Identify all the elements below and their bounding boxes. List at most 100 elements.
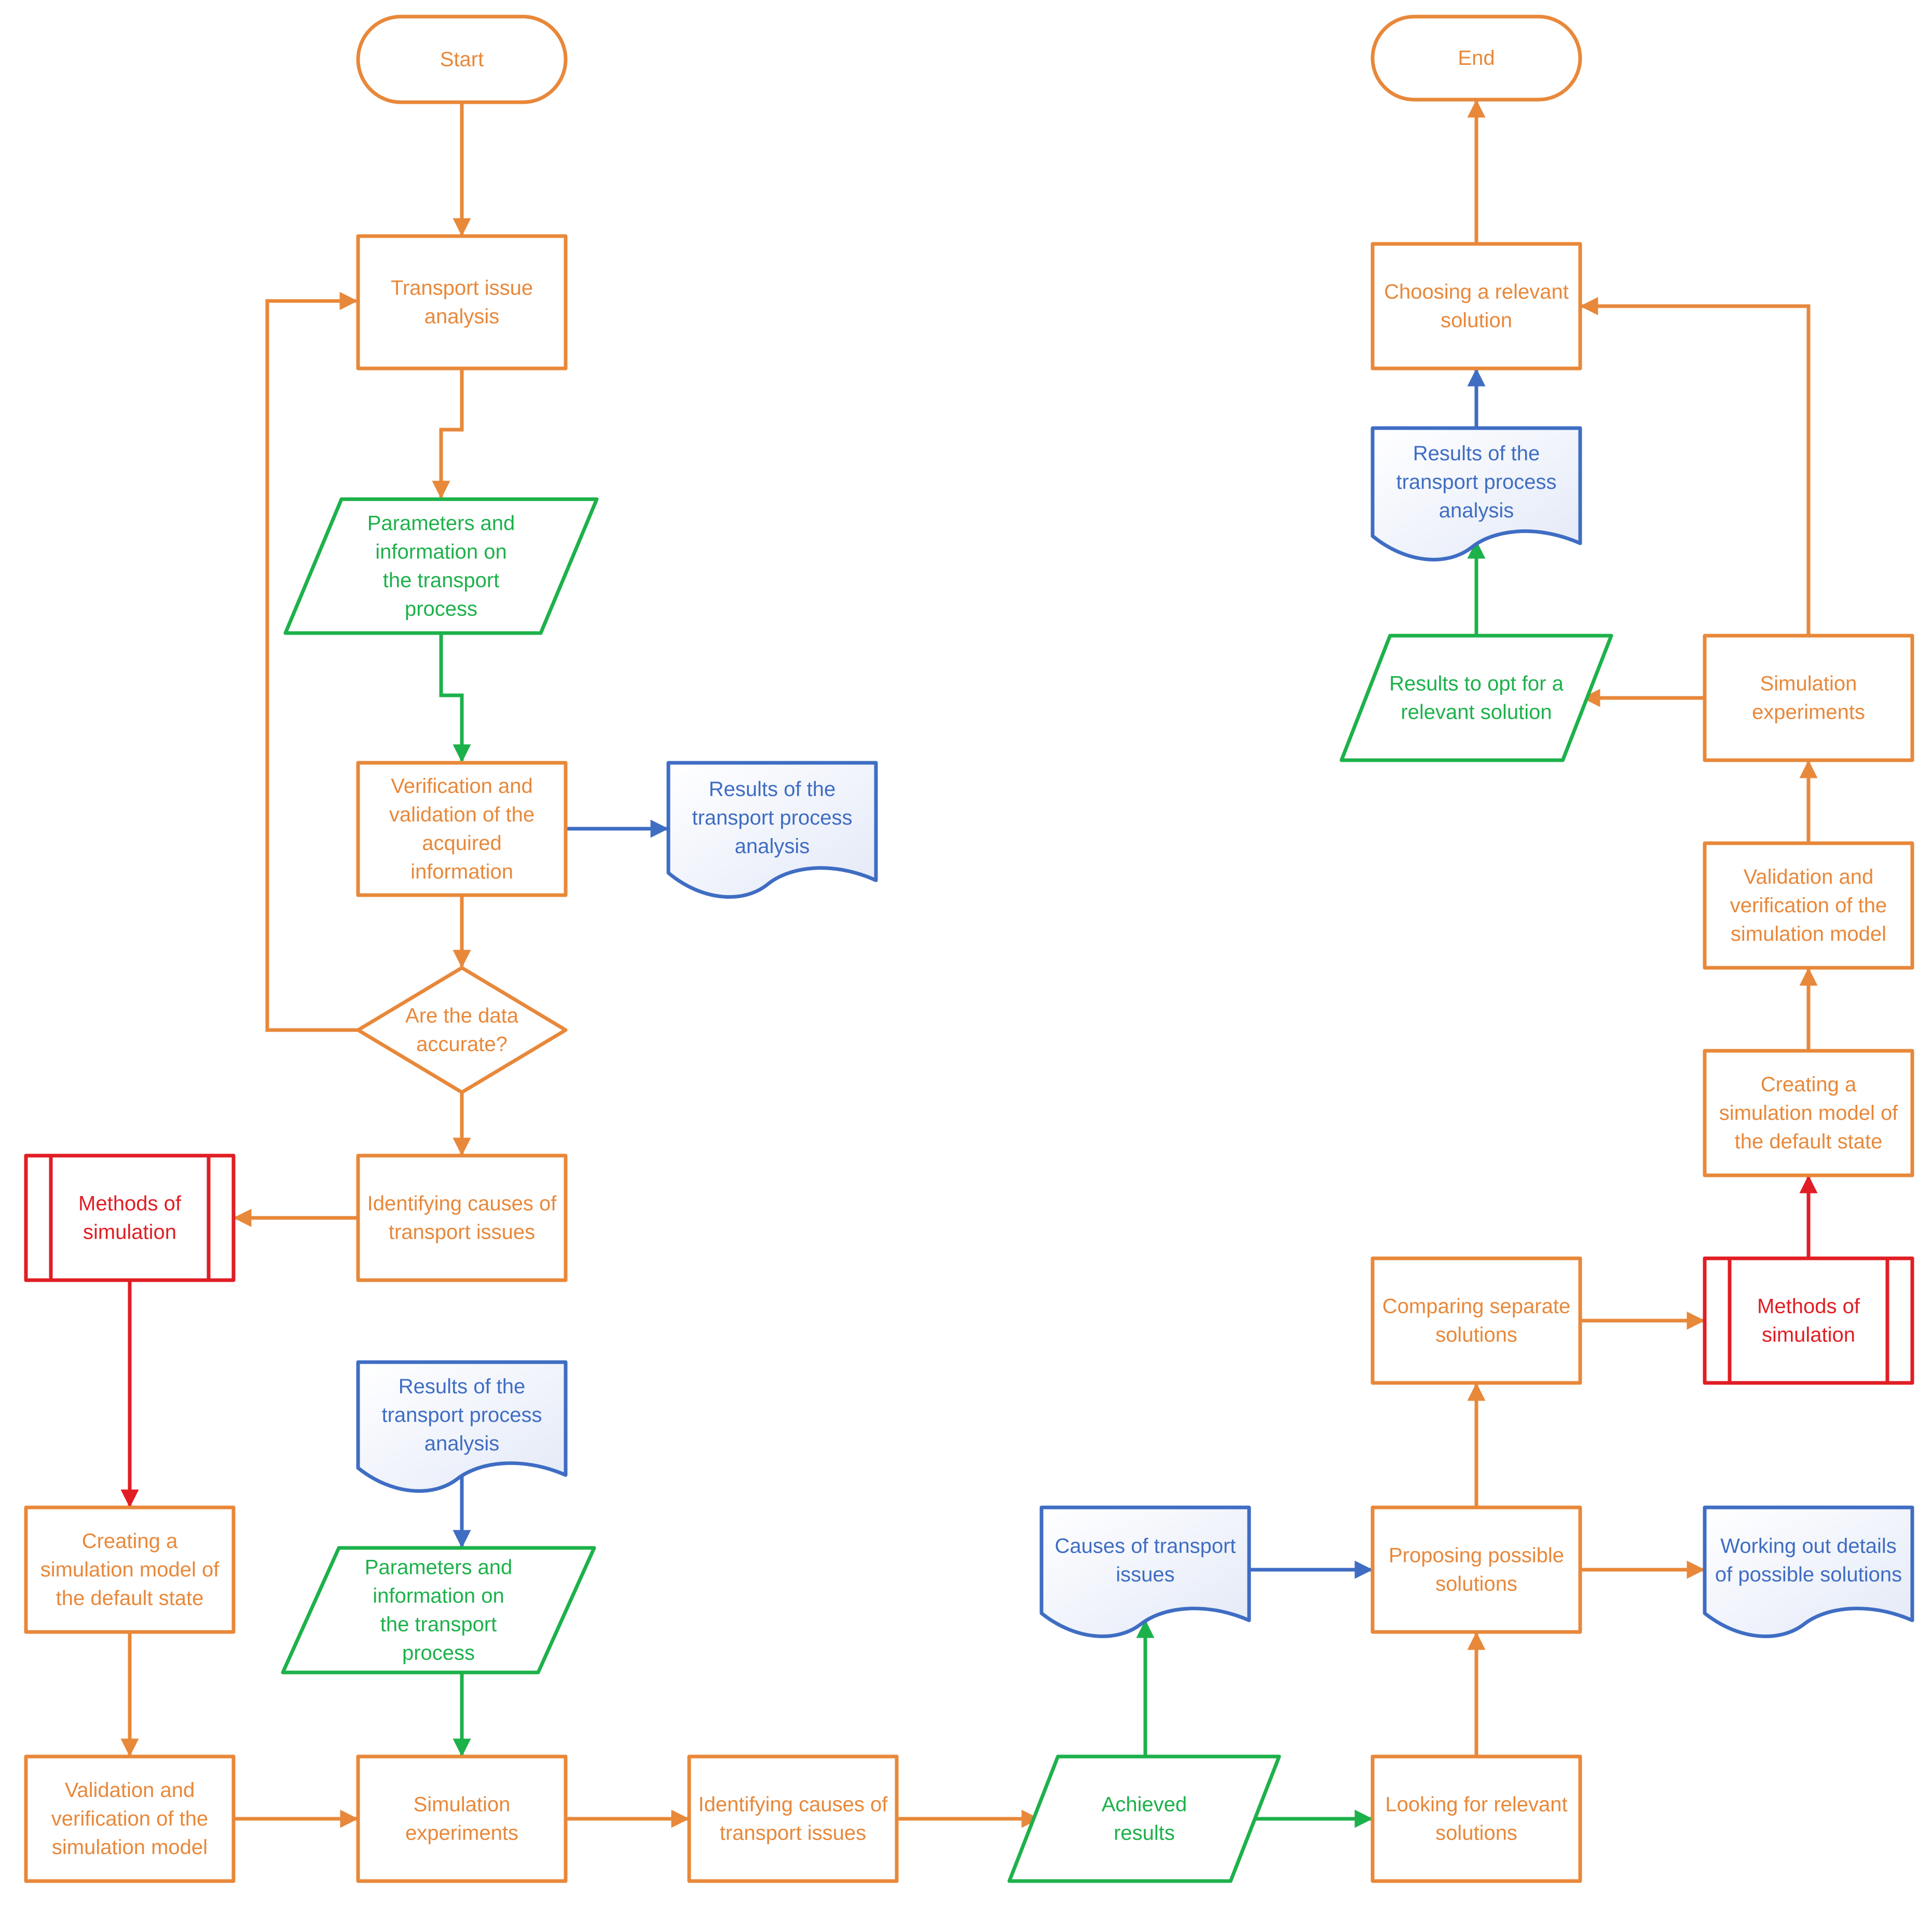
node-label-line: transport process xyxy=(1396,471,1556,493)
node-label-line: Start xyxy=(440,48,484,71)
subroutine-box xyxy=(1703,1256,1914,1385)
process-box xyxy=(1703,634,1914,762)
node-label-line: experiments xyxy=(405,1822,518,1845)
node-label-line: results xyxy=(1114,1822,1175,1845)
node-creating-model-2: Creating a simulation model of the default… xyxy=(1703,1049,1914,1177)
node-label-line: analysis xyxy=(424,1432,500,1455)
node-label-line: validation of the xyxy=(389,803,535,826)
node-label-line: experiments xyxy=(1752,701,1865,724)
node-sim-experiments-2: Simulation experiments xyxy=(1703,634,1914,762)
node-label-line: Achieved xyxy=(1102,1793,1187,1816)
node-label-line: Validation and xyxy=(65,1779,195,1802)
document-shape xyxy=(1039,1505,1251,1638)
arrow-decision-loop-back xyxy=(265,292,358,1032)
node-label-line: Validation and xyxy=(1744,866,1874,888)
node-label-line: accurate? xyxy=(416,1033,508,1056)
node-label-line: information on xyxy=(373,1585,504,1608)
node-label-line: Transport issue xyxy=(391,277,533,299)
arrow-analysis-to-params xyxy=(432,368,464,499)
node-label-line: Proposing possible xyxy=(1389,1544,1564,1567)
document-shape xyxy=(1371,426,1582,561)
arrow-params-to-verification xyxy=(439,633,471,763)
node-label-line: solutions xyxy=(1435,1324,1517,1347)
process-box xyxy=(687,1754,899,1883)
node-label-line: simulation xyxy=(83,1221,176,1244)
process-box xyxy=(1371,242,1582,371)
node-label-line: verification of the xyxy=(51,1807,208,1830)
node-label-line: the transport xyxy=(380,1613,497,1636)
process-box xyxy=(1703,1049,1914,1177)
node-label-line: Identifying causes of xyxy=(698,1793,888,1816)
node-looking-solutions: Looking for relevant solutions xyxy=(1371,1754,1582,1883)
process-box xyxy=(1371,1505,1582,1634)
arrow-experiments2-to-choosing xyxy=(1580,297,1811,636)
node-achieved-results: Achieved results xyxy=(1007,1754,1281,1883)
decision-diamond xyxy=(356,966,568,1094)
process-box xyxy=(356,761,568,897)
document-shape xyxy=(1703,1505,1914,1638)
node-label-line: simulation model of xyxy=(40,1558,220,1581)
process-box xyxy=(1371,1256,1582,1385)
node-label-line: Results of the xyxy=(1413,442,1540,465)
subroutine-box xyxy=(24,1154,236,1282)
node-label-line: simulation model of xyxy=(1719,1102,1898,1124)
node-causes-issues: Causes of transport issues xyxy=(1039,1505,1251,1638)
node-label-line: Are the data xyxy=(405,1005,519,1027)
node-label-line: transport process xyxy=(692,806,852,829)
process-box xyxy=(356,1154,568,1282)
node-label-line: process xyxy=(402,1642,475,1665)
node-label-line: process xyxy=(405,598,477,621)
node-label-line: solutions xyxy=(1435,1822,1517,1845)
process-box xyxy=(1371,1754,1582,1883)
node-label-line: Simulation xyxy=(414,1793,511,1816)
document-shape xyxy=(356,1360,568,1493)
node-methods-sim-1: Methods of simulation xyxy=(24,1154,236,1282)
node-label-line: analysis xyxy=(735,835,810,858)
node-label-line: Creating a xyxy=(82,1530,178,1553)
node-label-line: Looking for relevant xyxy=(1385,1793,1567,1816)
node-label-line: transport issues xyxy=(720,1822,866,1845)
node-label-line: the default state xyxy=(56,1587,204,1610)
node-label-line: Causes of transport xyxy=(1054,1534,1236,1557)
node-label-line: analysis xyxy=(1439,499,1514,522)
node-label-line: End xyxy=(1458,47,1495,70)
node-label-line: Identifying causes of xyxy=(367,1192,557,1215)
node-label-line: the default state xyxy=(1735,1130,1883,1153)
node-end: End xyxy=(1371,15,1582,102)
node-identifying-causes-2: Identifying causes of transport issues xyxy=(687,1754,899,1883)
node-label-line: Creating a xyxy=(1761,1073,1857,1096)
document-shape xyxy=(666,761,878,899)
node-label-line: Choosing a relevant xyxy=(1384,281,1569,304)
node-sim-experiments-1: Simulation experiments xyxy=(356,1754,568,1883)
node-label-line: Methods of xyxy=(78,1192,182,1215)
node-label-line: information xyxy=(410,860,513,883)
process-box xyxy=(24,1505,236,1634)
node-label-line: simulation model xyxy=(1731,923,1886,945)
node-label-line: relevant solution xyxy=(1401,701,1552,724)
node-label-line: information on xyxy=(375,541,506,564)
terminal-shape xyxy=(356,15,568,104)
terminal-shape xyxy=(1371,15,1582,102)
node-label-line: Methods of xyxy=(1757,1295,1860,1318)
data-parallelogram xyxy=(1007,1754,1281,1883)
data-parallelogram xyxy=(281,1546,596,1675)
node-label-line: acquired xyxy=(422,832,501,855)
node-label-line: issues xyxy=(1116,1563,1174,1586)
node-label-line: Working out details xyxy=(1720,1534,1896,1557)
node-label-line: Simulation xyxy=(1760,673,1857,695)
node-label-line: Results of the xyxy=(399,1375,526,1398)
node-results-analysis-3: Results of the transport process analysis xyxy=(1371,426,1582,561)
node-label-line: verification of the xyxy=(1730,894,1887,917)
node-label-line: simulation xyxy=(1762,1324,1855,1347)
